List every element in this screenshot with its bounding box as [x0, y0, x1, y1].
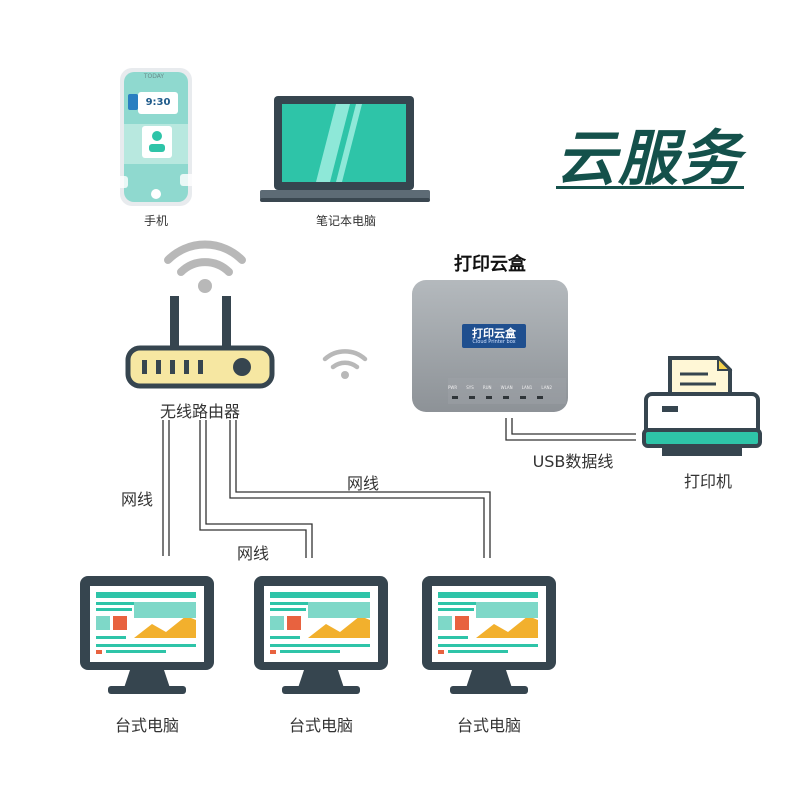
cloud-box-leds — [452, 396, 543, 399]
printer-label: 打印机 — [683, 472, 732, 491]
phone-label: 手机 — [143, 214, 168, 228]
printer — [642, 355, 762, 456]
desktop-1 — [80, 576, 214, 694]
desktop-3-label: 台式电脑 — [456, 716, 521, 735]
cable-label-left: 网线 — [120, 490, 153, 509]
laptop-label: 笔记本电脑 — [315, 214, 376, 228]
router-label: 无线路由器 — [159, 402, 240, 421]
cloud-box-logo: 打印云盒 — [472, 327, 516, 340]
usb-cable-label: USB数据线 — [532, 452, 614, 471]
cable-label-right: 网线 — [346, 474, 379, 493]
port-label-wlan: WLAN — [500, 385, 513, 390]
desktop-2-label: 台式电脑 — [288, 716, 353, 735]
phone — [108, 68, 198, 206]
router — [125, 296, 275, 389]
diagram-title: 云服务 — [556, 124, 742, 194]
desktop-3 — [422, 576, 556, 694]
desktop-1-label: 台式电脑 — [114, 716, 179, 735]
wifi-small-icon — [322, 349, 368, 379]
port-label-run: RUN — [482, 385, 492, 390]
phone-clock: 9:30 — [145, 97, 171, 108]
cloud-box-label: 打印云盒 — [454, 254, 526, 275]
port-label-lan2: LAN2 — [541, 385, 552, 390]
phone-date: TODAY — [143, 73, 165, 80]
desktop-2 — [254, 576, 388, 694]
cable-label-middle: 网线 — [236, 544, 269, 563]
cloud-print-box — [412, 280, 568, 412]
port-label-sys: SYS — [466, 385, 474, 390]
title-underline — [556, 186, 744, 189]
port-label-lan1: LAN1 — [521, 385, 533, 390]
port-label-pwr: PWR — [448, 385, 458, 390]
cloud-box-ports: PWR SYS RUN WLAN LAN1 LAN2 — [448, 385, 552, 390]
cloud-box-logo-sub: Cloud Printer box — [472, 339, 516, 345]
wifi-icon — [164, 240, 246, 293]
laptop — [260, 96, 430, 202]
